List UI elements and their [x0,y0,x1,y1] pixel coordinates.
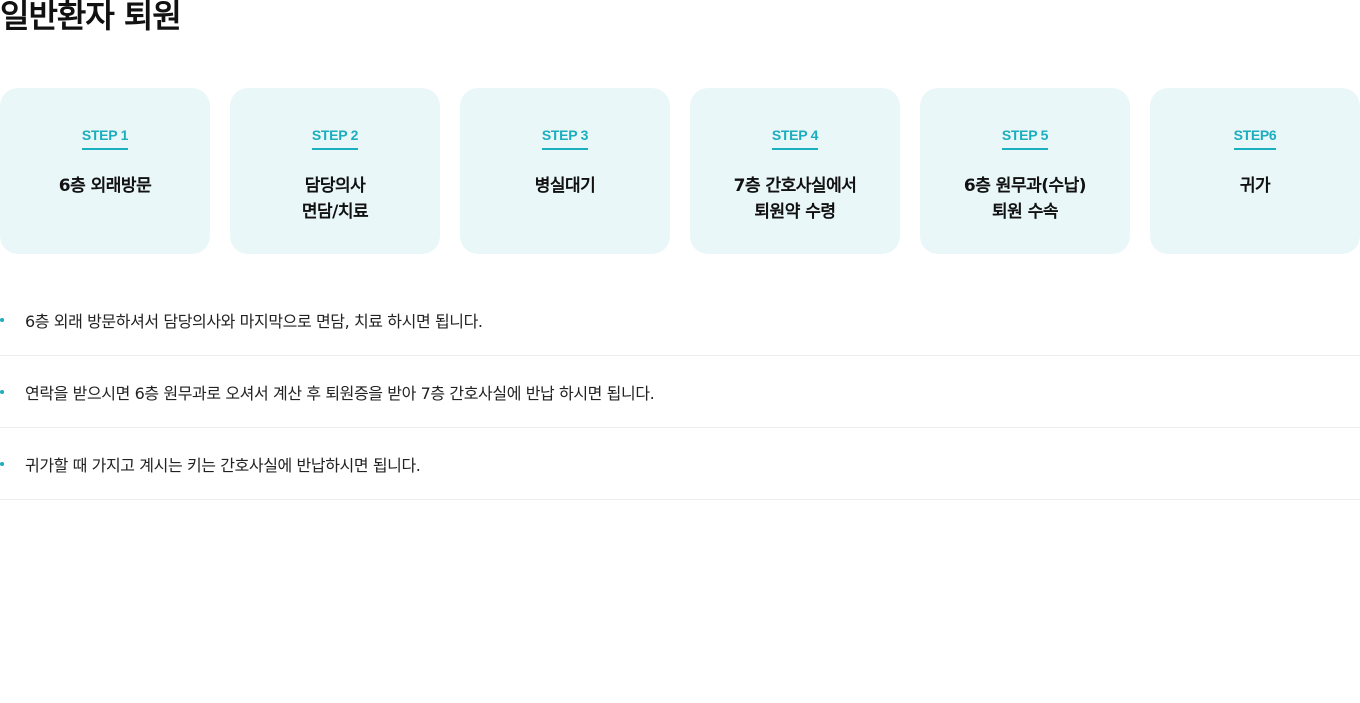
step-label: STEP 4 [771,126,818,150]
bullet-dot-icon [0,461,4,466]
page-title: 일반환자 퇴원 [0,0,182,35]
step-label: STEP 5 [1001,126,1048,150]
step-title: 병실대기 [534,176,596,196]
step-label: STEP 2 [311,126,358,150]
step-card-1: STEP 1 6층 외래방문 [0,88,210,254]
bullet-dot-icon [0,317,4,322]
list-item: 연락을 받으시면 6층 원무과로 오셔서 계산 후 퇴원증을 받아 7층 간호사… [0,356,1360,428]
note-text: 귀가할 때 가지고 계시는 키는 간호사실에 반납하시면 됩니다. [25,455,421,475]
step-title: 담당의사 면담/치료 [301,176,369,222]
step-card-3: STEP 3 병실대기 [460,88,670,254]
step-label: STEP 1 [81,126,128,150]
step-label: STEP6 [1233,126,1277,150]
step-title: 7층 간호사실에서 퇴원약 수령 [733,176,857,222]
discharge-notes-list: 6층 외래 방문하셔서 담당의사와 마지막으로 면담, 치료 하시면 됩니다. … [0,284,1360,500]
step-label: STEP 3 [541,126,588,150]
step-title: 귀가 [1239,176,1271,196]
note-text: 6층 외래 방문하셔서 담당의사와 마지막으로 면담, 치료 하시면 됩니다. [25,311,483,331]
step-card-4: STEP 4 7층 간호사실에서 퇴원약 수령 [690,88,900,254]
list-item: 귀가할 때 가지고 계시는 키는 간호사실에 반납하시면 됩니다. [0,428,1360,500]
list-item: 6층 외래 방문하셔서 담당의사와 마지막으로 면담, 치료 하시면 됩니다. [0,284,1360,356]
bullet-dot-icon [0,389,4,394]
step-title: 6층 외래방문 [58,176,152,196]
step-card-2: STEP 2 담당의사 면담/치료 [230,88,440,254]
step-card-5: STEP 5 6층 원무과(수납) 퇴원 수속 [920,88,1130,254]
note-text: 연락을 받으시면 6층 원무과로 오셔서 계산 후 퇴원증을 받아 7층 간호사… [25,383,655,403]
step-title: 6층 원무과(수납) 퇴원 수속 [963,176,1087,222]
step-card-6: STEP6 귀가 [1150,88,1360,254]
discharge-steps: STEP 1 6층 외래방문 STEP 2 담당의사 면담/치료 STEP 3 … [0,88,1360,254]
